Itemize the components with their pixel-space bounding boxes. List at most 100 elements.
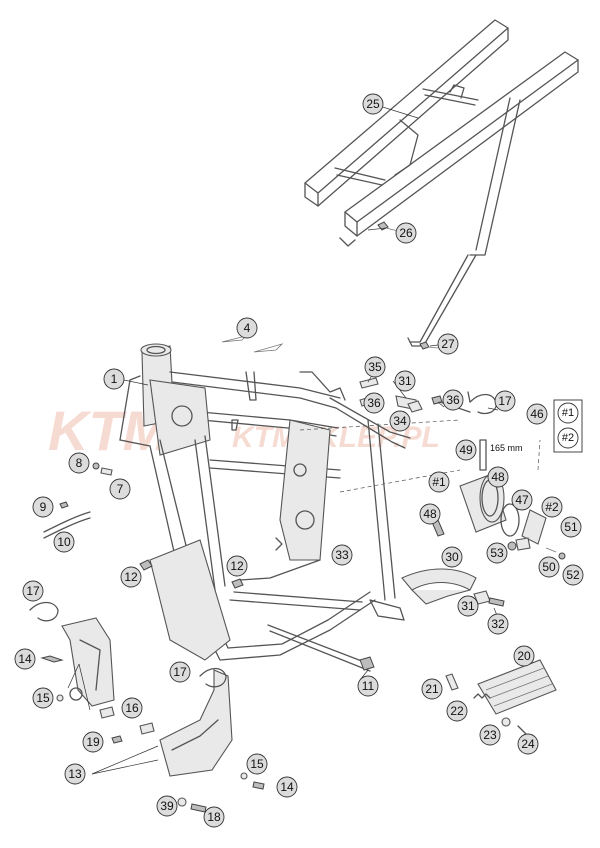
cable-tie-17c <box>199 667 227 688</box>
callout-25: 25 <box>362 93 384 115</box>
callout-7: 7 <box>109 478 131 500</box>
cable-tie-10 <box>43 511 91 539</box>
variant-box-1: #1 <box>562 407 574 419</box>
svg-text:8: 8 <box>76 456 83 470</box>
callout-21: 21 <box>421 678 443 700</box>
callout-18: 18 <box>203 806 225 828</box>
callout-14-lower: 14 <box>276 776 298 798</box>
axle-11 <box>267 624 375 672</box>
svg-text:31: 31 <box>398 374 412 388</box>
callout-10: 10 <box>53 531 75 553</box>
svg-text:#2: #2 <box>545 500 559 514</box>
svg-text:19: 19 <box>86 735 100 749</box>
frame-guard-upper <box>61 617 115 719</box>
svg-text:12: 12 <box>230 559 244 573</box>
svg-text:49: 49 <box>459 443 473 457</box>
callout-24: 24 <box>517 733 539 755</box>
callout-27: 27 <box>437 333 459 355</box>
dimension-note: 165 mm <box>490 443 523 453</box>
callout-17-center: 17 <box>169 661 191 683</box>
callout-15-lower: 15 <box>246 753 268 775</box>
svg-text:15: 15 <box>36 691 50 705</box>
cable-tie-17b <box>29 601 59 622</box>
callout-39: 39 <box>156 795 178 817</box>
callout-49: 49 <box>455 439 477 461</box>
callout-22: 22 <box>446 700 468 722</box>
svg-text:46: 46 <box>530 407 544 421</box>
variant-tag-1: #1 <box>428 471 450 493</box>
svg-text:52: 52 <box>566 568 580 582</box>
bolt-12a <box>139 559 153 571</box>
svg-text:10: 10 <box>57 535 71 549</box>
bolt-27 <box>419 341 439 350</box>
callout-9: 9 <box>32 496 54 518</box>
callout-32: 32 <box>487 613 509 635</box>
svg-text:22: 22 <box>450 704 464 718</box>
callout-16: 16 <box>121 697 143 719</box>
footrest-20 <box>477 659 557 715</box>
main-frame <box>119 343 411 661</box>
variant-tag-2: #2 <box>541 496 563 518</box>
svg-text:51: 51 <box>564 520 578 534</box>
callout-35: 35 <box>364 356 386 378</box>
callout-15-upper: 15 <box>32 687 54 709</box>
svg-text:11: 11 <box>362 679 375 693</box>
svg-text:#1: #1 <box>432 475 446 489</box>
svg-text:20: 20 <box>517 649 531 663</box>
svg-text:24: 24 <box>521 737 535 751</box>
callout-11: 11 <box>357 675 379 697</box>
svg-text:50: 50 <box>542 560 556 574</box>
svg-text:21: 21 <box>425 682 439 696</box>
variant-tags: #1 #2 <box>428 471 563 518</box>
svg-text:14: 14 <box>18 652 32 666</box>
svg-text:18: 18 <box>207 810 221 824</box>
svg-text:32: 32 <box>491 617 505 631</box>
svg-text:4: 4 <box>244 321 251 335</box>
svg-text:36: 36 <box>446 393 460 407</box>
svg-text:25: 25 <box>366 97 380 111</box>
svg-text:39: 39 <box>160 799 174 813</box>
dimension-49: 165 mm <box>479 439 523 471</box>
svg-text:23: 23 <box>483 728 497 742</box>
callout-47: 47 <box>511 489 533 511</box>
callout-52: 52 <box>562 564 584 586</box>
callout-46: 46 <box>526 403 548 425</box>
callout-20: 20 <box>513 645 535 667</box>
callout-12-left: 12 <box>120 566 142 588</box>
callouts: 25 26 27 4 1 35 31 36 34 36 17 46 49 48 … <box>14 93 584 828</box>
svg-text:26: 26 <box>399 226 413 240</box>
callout-17-top: 17 <box>494 390 516 412</box>
svg-text:17: 17 <box>26 584 40 598</box>
frame-guard-lower <box>111 669 233 777</box>
svg-text:34: 34 <box>393 414 407 428</box>
callout-30: 30 <box>441 546 463 568</box>
callout-50: 50 <box>538 556 560 578</box>
chain-guide-30 <box>401 568 477 605</box>
svg-text:27: 27 <box>441 337 455 351</box>
svg-text:14: 14 <box>280 780 294 794</box>
screws-lower <box>177 772 265 813</box>
callout-31-upper: 31 <box>394 370 416 392</box>
variant-box: #1 #2 <box>553 399 583 453</box>
callout-8: 8 <box>68 452 90 474</box>
bolt-12b <box>231 578 244 589</box>
svg-text:17: 17 <box>173 665 187 679</box>
bolt-31-32 <box>473 590 505 607</box>
svg-text:12: 12 <box>124 570 138 584</box>
svg-text:33: 33 <box>335 548 349 562</box>
callout-4: 4 <box>236 317 258 339</box>
callout-17-left: 17 <box>22 580 44 602</box>
svg-text:16: 16 <box>125 701 139 715</box>
svg-text:17: 17 <box>498 394 512 408</box>
svg-text:35: 35 <box>368 360 382 374</box>
svg-text:1: 1 <box>111 372 118 386</box>
svg-text:53: 53 <box>490 546 504 560</box>
callout-36-right: 36 <box>442 389 464 411</box>
cable-tie-17a <box>467 391 497 415</box>
callout-23: 23 <box>479 724 501 746</box>
svg-text:48: 48 <box>491 470 505 484</box>
callout-36-left: 36 <box>363 392 385 414</box>
svg-text:13: 13 <box>68 767 82 781</box>
svg-text:15: 15 <box>250 757 264 771</box>
